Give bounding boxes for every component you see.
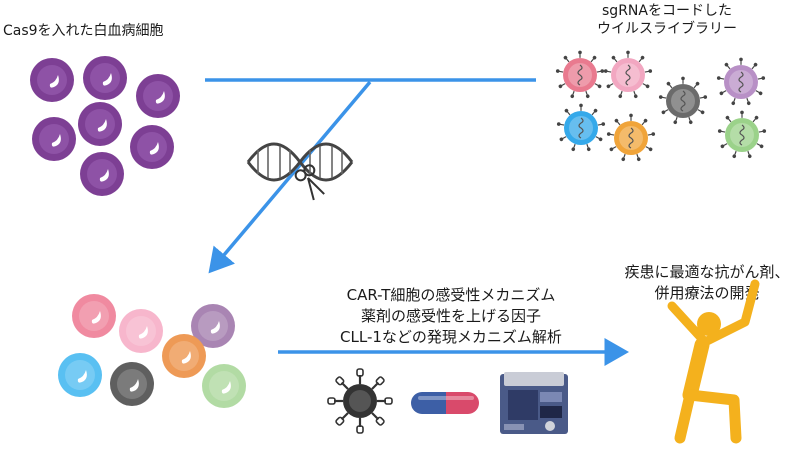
analysis-line-2: 薬剤の感受性を上げる因子 [360, 307, 541, 325]
virus-library-label: sgRNAをコードした ウイルスライブラリー [572, 2, 762, 38]
leukemia-cells-label: Cas9を入れた白血病細胞 [3, 23, 164, 39]
edited-cell [162, 334, 206, 378]
edited-cell [72, 294, 116, 338]
colored-cell-cluster-icon [58, 294, 246, 408]
virus-particle [716, 57, 766, 107]
dna-scissors-icon [246, 142, 354, 201]
virus-particle [658, 76, 708, 126]
outcome-line-2: 併用療法の開発 [654, 284, 760, 302]
edited-cell [110, 362, 154, 406]
virus-particle [606, 113, 656, 163]
infection-arrow [208, 80, 372, 274]
celebrating-person-icon [667, 279, 760, 444]
edited-cell [119, 309, 163, 353]
virus-particle [556, 103, 606, 153]
analysis-line-3: CLL-1などの発現メカニズム解析 [340, 328, 562, 346]
virus-particle [603, 50, 653, 100]
outcome-label: 疾患に最適な抗がん剤、 併用療法の開発 [606, 262, 808, 304]
purple-cell-cluster-icon [30, 56, 180, 196]
virus-library-label-line-1: sgRNAをコードした [602, 3, 732, 19]
analysis-line-1: CAR-T細胞の感受性メカニズム [346, 286, 556, 304]
analysis-label: CAR-T細胞の感受性メカニズム 薬剤の感受性を上げる因子 CLL-1などの発現… [296, 285, 606, 348]
flow-cytometer-icon [500, 372, 568, 434]
capsule-icon [411, 392, 479, 414]
edited-cell [58, 353, 102, 397]
virus-icon [555, 50, 767, 163]
virus-library-label-line-2: ウイルスライブラリー [597, 21, 737, 37]
virus-particle [717, 110, 767, 160]
edited-cell [191, 304, 235, 348]
virus-particle [555, 50, 605, 100]
outcome-line-1: 疾患に最適な抗がん剤、 [624, 263, 790, 281]
edited-cell [202, 364, 246, 408]
car-t-cell-icon [327, 368, 393, 434]
